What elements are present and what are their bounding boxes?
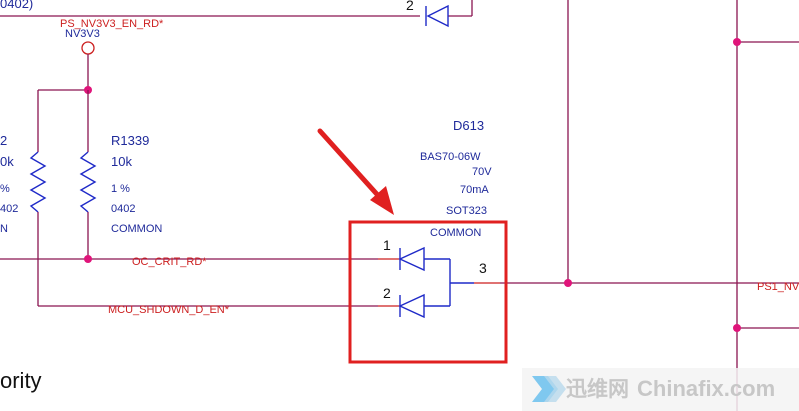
- r1339-ref: R1339: [111, 133, 149, 148]
- rail-terminal: [81, 41, 95, 55]
- d613-ref: D613: [453, 118, 484, 133]
- r1339-tolerance: 1 %: [111, 183, 130, 195]
- net-label-mcu-shdown: MCU_SHDOWN_D_EN*: [108, 304, 230, 316]
- left-res-partial-value: 0k: [0, 154, 14, 169]
- left-res-partial-ref: 2: [0, 133, 7, 148]
- watermark: 迅维网 Chinafix.com: [522, 368, 799, 411]
- r1339-value: 10k: [111, 154, 132, 169]
- r1339-group: COMMON: [111, 223, 162, 235]
- d613-current: 70mA: [460, 184, 489, 196]
- left-resistor-symbol: [29, 151, 47, 213]
- net-label-ps-nv3v3-en: PS_NV3V3_EN_RD*: [60, 18, 164, 30]
- highlight-box: [348, 220, 508, 364]
- highlight-arrow: [317, 128, 394, 215]
- bottom-partial-text: ority: [0, 368, 42, 393]
- watermark-brand-cn: 迅维网: [566, 377, 629, 401]
- r1339-symbol: [79, 151, 97, 213]
- r1339-package: 0402: [111, 203, 135, 215]
- junction-right-lower: [733, 324, 741, 332]
- d613-package: SOT323: [446, 205, 487, 217]
- junction-oc-crit: [84, 255, 92, 263]
- d613-pin1-label: 1: [383, 237, 391, 253]
- top-diode-symbol: [425, 4, 449, 28]
- d613-diode-lower: [398, 293, 450, 319]
- d613-voltage: 70V: [472, 166, 492, 178]
- rail-label-nv3v3: NV3V3: [65, 28, 100, 40]
- net-label-oc-crit: OC_CRIT_RD*: [132, 256, 207, 268]
- left-res-partial-tol: %: [0, 183, 10, 195]
- left-res-partial-group: N: [0, 223, 8, 235]
- d613-diode-upper: [398, 246, 450, 272]
- d613-group: COMMON: [430, 227, 481, 239]
- junction-ps1: [564, 279, 572, 287]
- left-res-partial-pkg: 402: [0, 203, 18, 215]
- watermark-brand-en: Chinafix.com: [637, 376, 775, 401]
- partial-top-left-text: 0402): [0, 0, 33, 11]
- d613-pin3-label: 3: [479, 260, 487, 276]
- d613-part: BAS70-06W: [420, 151, 481, 163]
- junction-right-upper: [733, 38, 741, 46]
- net-label-ps1-partial: PS1_NV: [757, 281, 799, 293]
- d613-pin2-label: 2: [383, 285, 391, 301]
- top-diode-pin-label: 2: [406, 0, 414, 13]
